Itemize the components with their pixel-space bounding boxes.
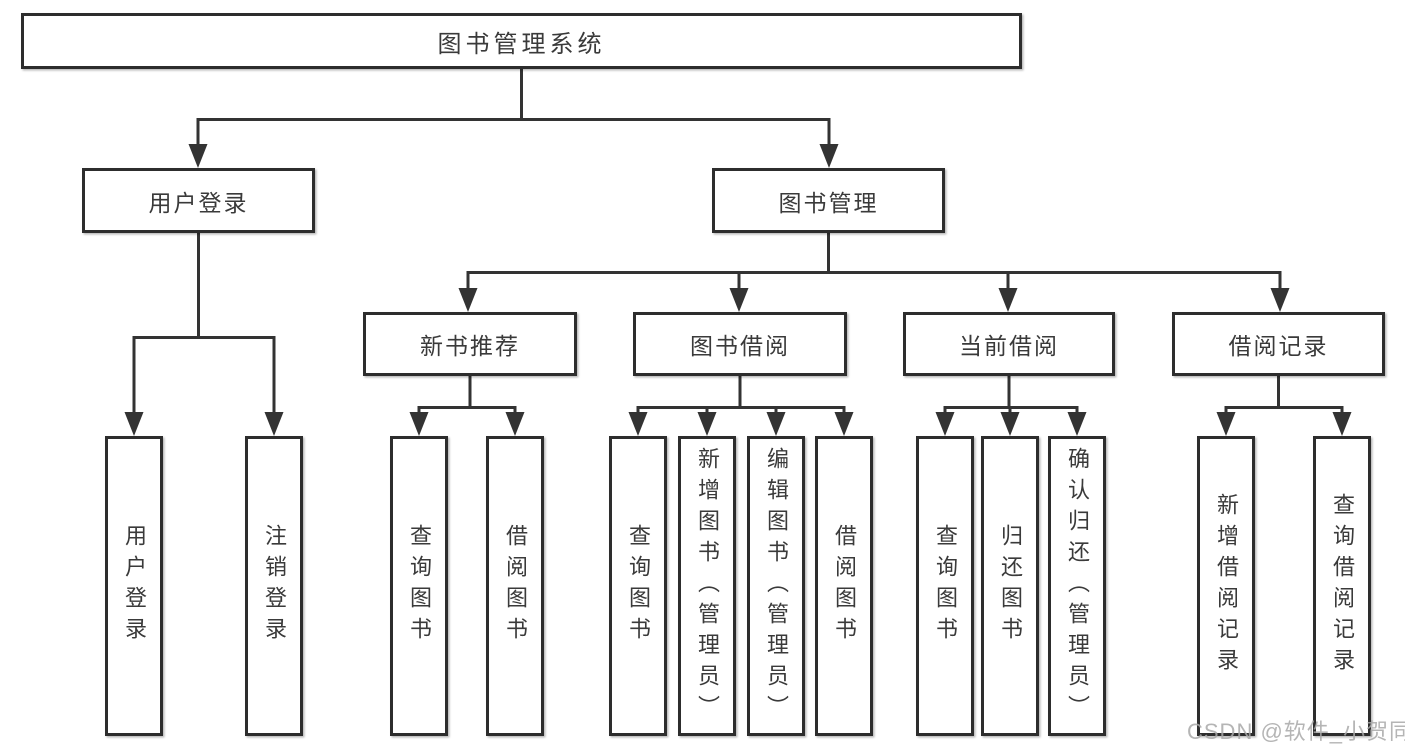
connector-book-borrow-to-leaves — [636, 376, 846, 414]
node-label: 新增图书（管理员） — [695, 446, 720, 726]
node-label: 注销登录 — [262, 524, 287, 648]
node-label: 归还图书 — [998, 524, 1023, 648]
node-label: 查询借阅记录 — [1330, 493, 1355, 679]
node-label: 借阅图书 — [832, 524, 857, 648]
node-label: 编辑图书（管理员） — [764, 446, 789, 726]
connector-user-login-to-leaves — [132, 233, 276, 414]
node-new-book-recommend: 新书推荐 — [363, 312, 577, 376]
node-label: 确认归还（管理员） — [1065, 446, 1090, 726]
node-label: 查询图书 — [407, 524, 432, 648]
leaf-return-book: 归还图书 — [981, 436, 1039, 736]
node-label: 借阅记录 — [1228, 333, 1329, 359]
node-library-management-system: 图书管理系统 — [21, 13, 1022, 69]
node-label: 图书管理系统 — [437, 30, 606, 58]
leaf-borrow-books-recommend: 借阅图书 — [486, 436, 544, 736]
node-book-borrow: 图书借阅 — [633, 312, 847, 376]
leaf-query-books-recommend: 查询图书 — [390, 436, 448, 736]
connector-root-to-level2 — [196, 69, 831, 146]
leaf-borrow-books: 借阅图书 — [815, 436, 873, 736]
node-label: 图书借阅 — [690, 333, 790, 359]
leaf-query-books-current: 查询图书 — [916, 436, 974, 736]
node-label: 借阅图书 — [503, 524, 528, 648]
node-label: 用户登录 — [148, 189, 249, 216]
csdn-watermark: CSDN @软件_小贺同学 — [1187, 719, 1405, 744]
leaf-user-login: 用户登录 — [105, 436, 163, 736]
leaf-logout: 注销登录 — [245, 436, 303, 736]
leaf-edit-book-admin: 编辑图书（管理员） — [747, 436, 805, 736]
node-label: 图书管理 — [778, 189, 879, 216]
leaf-query-books-borrow: 查询图书 — [609, 436, 667, 736]
node-label: 新书推荐 — [420, 333, 520, 359]
leaf-query-borrow-record: 查询借阅记录 — [1313, 436, 1371, 736]
leaf-confirm-return-admin: 确认归还（管理员） — [1048, 436, 1106, 736]
node-label: 查询图书 — [933, 524, 958, 648]
connector-new-book-to-leaves — [417, 376, 517, 414]
connector-current-borrow-to-leaves — [943, 376, 1079, 414]
node-label: 新增借阅记录 — [1214, 493, 1239, 679]
node-user-login: 用户登录 — [82, 168, 315, 233]
node-label: 当前借阅 — [959, 333, 1059, 359]
leaf-add-book-admin: 新增图书（管理员） — [678, 436, 736, 736]
connector-borrow-records-to-leaves — [1224, 376, 1344, 414]
node-borrow-records: 借阅记录 — [1172, 312, 1385, 376]
connector-book-management-to-level3 — [466, 233, 1282, 290]
leaf-add-borrow-record: 新增借阅记录 — [1197, 436, 1255, 736]
node-current-borrow: 当前借阅 — [903, 312, 1115, 376]
node-book-management: 图书管理 — [712, 168, 945, 233]
node-label: 用户登录 — [122, 524, 147, 648]
node-label: 查询图书 — [626, 524, 651, 648]
